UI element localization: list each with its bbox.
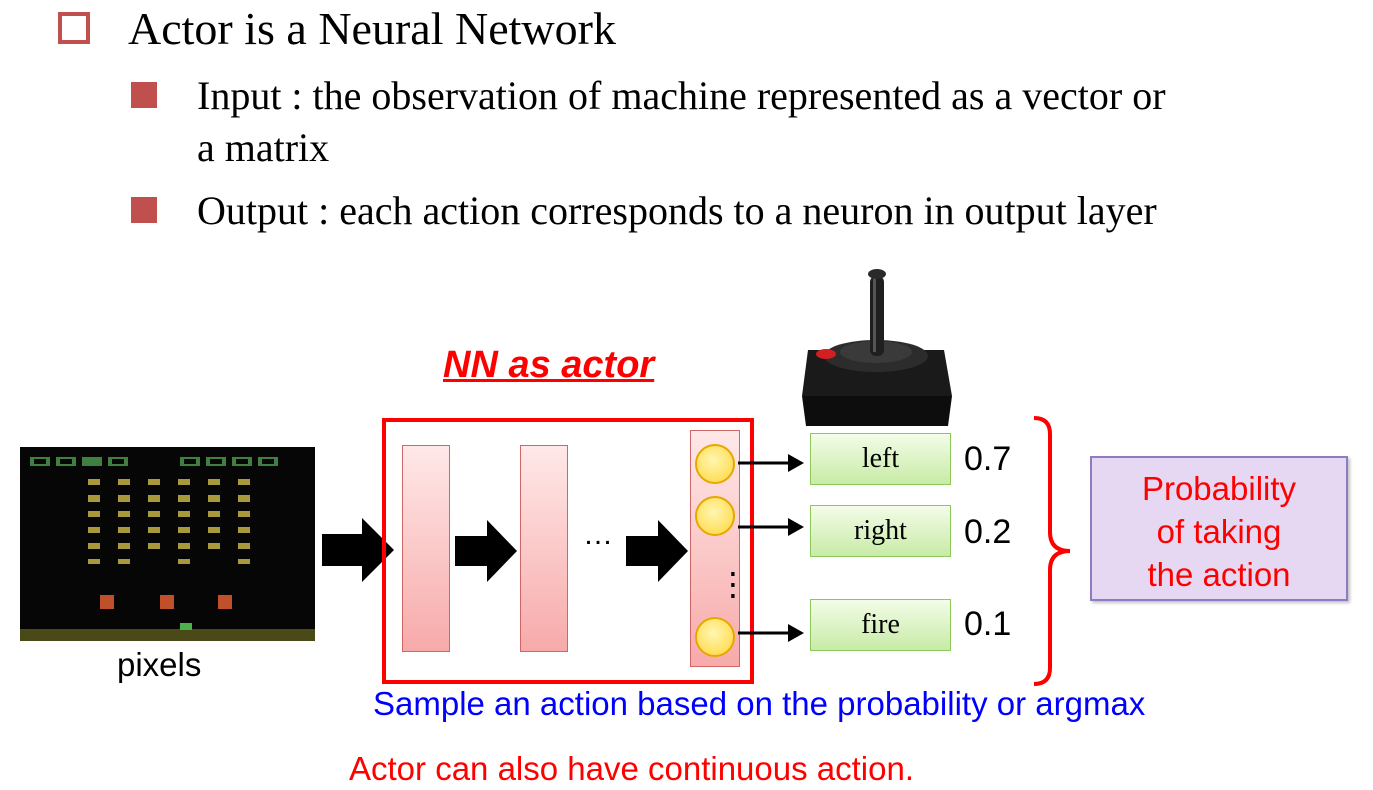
action-label: right xyxy=(854,515,907,546)
sub-bullet-output: Output : each action corresponds to a ne… xyxy=(197,188,1157,233)
output-arrow-icon xyxy=(738,454,804,472)
output-arrow-icon xyxy=(738,624,804,642)
input-arrow-icon xyxy=(322,518,394,582)
prob-right: 0.2 xyxy=(964,513,1012,551)
prob-left: 0.7 xyxy=(964,440,1012,478)
output-neuron-left xyxy=(695,444,735,484)
prob-fire: 0.1 xyxy=(964,605,1012,643)
main-bullet-text: Actor is a Neural Network xyxy=(128,3,616,54)
game-screen-image xyxy=(20,447,315,641)
hidden-layer-2 xyxy=(520,445,568,652)
neurons-vertical-dots: ⋮ xyxy=(717,566,749,602)
layer-arrow-icon xyxy=(455,520,517,582)
pixels-label: pixels xyxy=(117,646,202,683)
sample-note: Sample an action based on the probabilit… xyxy=(373,685,1146,722)
prob-box-line3: the action xyxy=(1147,556,1291,593)
curly-brace-icon xyxy=(1033,416,1071,686)
action-label: left xyxy=(861,443,900,474)
filled-square-bullet-icon xyxy=(131,197,157,223)
output-arrow-icon xyxy=(738,518,804,536)
action-box-fire: fire xyxy=(810,599,951,651)
action-label: fire xyxy=(861,609,900,640)
hidden-layer-1 xyxy=(402,445,450,652)
continuous-note: Actor can also have continuous action. xyxy=(349,750,915,787)
layers-ellipsis: … xyxy=(583,518,613,551)
output-neuron-right xyxy=(695,496,735,536)
joystick-icon xyxy=(802,269,952,426)
action-box-right: right xyxy=(810,505,951,557)
nn-actor-frame xyxy=(382,418,754,684)
nn-as-actor-title: NN as actor xyxy=(443,344,655,386)
action-box-left: left xyxy=(810,433,951,485)
hollow-square-bullet-icon xyxy=(58,12,90,44)
filled-square-bullet-icon xyxy=(131,82,157,108)
space-invaders-screen xyxy=(20,447,315,641)
sub-bullet-input-line2: a matrix xyxy=(197,125,330,170)
probability-box: Probability of taking the action xyxy=(1090,456,1348,601)
prob-box-line2: of taking xyxy=(1156,513,1282,550)
output-neuron-fire xyxy=(695,617,735,657)
sub-bullet-input-line1: Input : the observation of machine repre… xyxy=(197,73,1166,118)
layer-arrow-icon xyxy=(626,520,688,582)
prob-box-line1: Probability xyxy=(1141,470,1297,507)
